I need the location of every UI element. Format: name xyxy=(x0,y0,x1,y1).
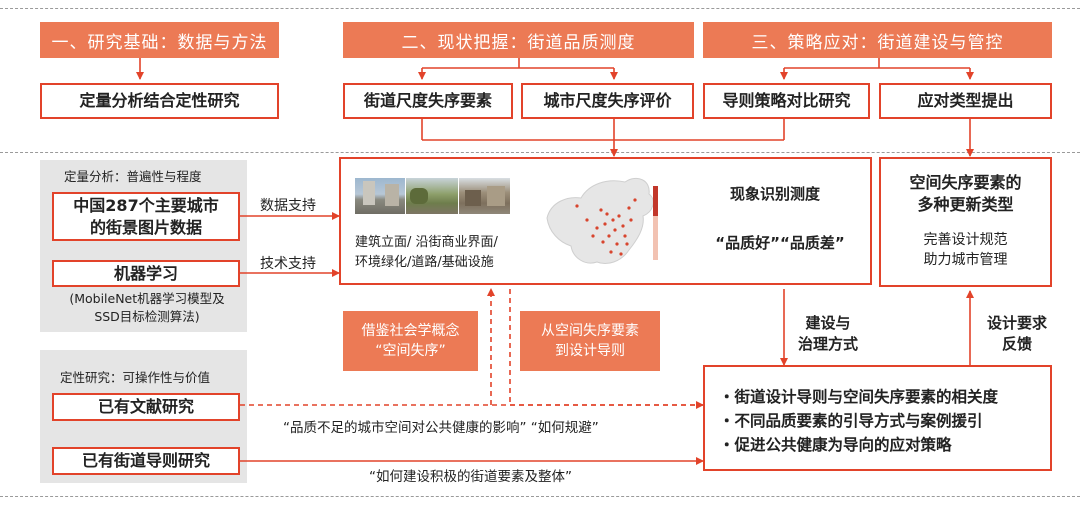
measure-title: 现象识别测度 xyxy=(729,185,820,203)
update-types-title-line1: 空间失序要素的 xyxy=(909,173,1022,192)
top-dashed-separator xyxy=(0,8,1080,9)
update-types-box xyxy=(879,157,1052,287)
sociology-card-line2: “空间失序” xyxy=(375,343,446,359)
strategy-item-3: ・促进公共健康为导向的应对策略 xyxy=(719,436,952,455)
design-feedback-label: 设计要求 反馈 xyxy=(979,313,1055,355)
build-manage-line1: 建设与 xyxy=(805,314,851,332)
ml-note-line1: (MobileNet机器学习模型及 xyxy=(69,291,225,306)
street-elements-line2: 环境绿化/道路/基础设施 xyxy=(355,254,494,270)
guideline-card-line2: 到设计导则 xyxy=(555,343,625,359)
street-photo-1 xyxy=(355,178,405,214)
street-elements-line1: 建筑立面/ 沿街商业界面/ xyxy=(355,235,498,250)
health-impact-quote: “品质不足的城市空间对公共健康的影响” “如何规避” xyxy=(283,420,599,436)
ml-note: (MobileNet机器学习模型及 SSD目标检测算法) xyxy=(52,290,242,326)
header-current-status: 二、现状把握：街道品质测度 xyxy=(343,22,694,58)
quant-qual-box: 定量分析结合定性研究 xyxy=(40,83,279,119)
streetview-data-line2: 的街景图片数据 xyxy=(89,217,202,237)
street-elements-text: 建筑立面/ 沿街商业界面/ 环境绿化/道路/基础设施 xyxy=(355,233,498,272)
street-photo-2 xyxy=(406,178,458,214)
tech-support-label: 技术支持 xyxy=(260,256,316,272)
sociology-concept-card: 借鉴社会学概念 “空间失序” xyxy=(343,311,478,371)
update-types-sub-line2: 助力城市管理 xyxy=(923,252,1008,269)
bottom-dashed-separator xyxy=(0,496,1080,497)
design-feedback-line1: 设计要求 xyxy=(986,314,1047,332)
quant-panel-title: 定量分析：普遍性与程度 xyxy=(64,169,202,184)
quality-labels: “品质好”“品质差” xyxy=(715,234,845,252)
update-types-sub: 完善设计规范 助力城市管理 xyxy=(879,230,1052,271)
update-types-sub-line1: 完善设计规范 xyxy=(923,232,1008,248)
streetview-data-line1: 中国287个主要城市 xyxy=(73,195,219,215)
response-type-box: 应对类型提出 xyxy=(879,83,1052,119)
design-feedback-line2: 反馈 xyxy=(1001,335,1032,353)
china-map xyxy=(546,178,658,264)
guideline-card-line1: 从空间失序要素 xyxy=(541,322,639,339)
sociology-card-line1: 借鉴社会学概念 xyxy=(361,322,460,339)
build-manage-label: 建设与 治理方式 xyxy=(790,313,866,355)
city-scale-box: 城市尺度失序评价 xyxy=(521,83,694,119)
data-support-label: 数据支持 xyxy=(260,198,316,214)
strategy-item-1: ・街道设计导则与空间失序要素的相关度 xyxy=(719,388,999,406)
disorder-to-guideline-card: 从空间失序要素 到设计导则 xyxy=(520,311,660,371)
update-types-title-line2: 多种更新类型 xyxy=(917,195,1014,215)
header-research-basis: 一、研究基础：数据与方法 xyxy=(40,22,279,58)
machine-learning-box: 机器学习 xyxy=(52,260,240,287)
ml-note-line2: SSD目标检测算法) xyxy=(94,309,200,325)
quant-panel xyxy=(40,160,247,332)
literature-box: 已有文献研究 xyxy=(52,393,240,421)
street-scale-box: 街道尺度失序要素 xyxy=(343,83,513,119)
update-types-title: 空间失序要素的 多种更新类型 xyxy=(879,172,1052,217)
street-guideline-box: 已有街道导则研究 xyxy=(52,447,240,475)
strategy-results-box: ・街道设计导则与空间失序要素的相关度 ・不同品质要素的引导方式与案例援引 ・促进… xyxy=(703,365,1052,471)
qual-panel-title: 定性研究：可操作性与价值 xyxy=(60,370,211,385)
positive-street-quote: “如何建设积极的街道要素及整体” xyxy=(369,469,572,485)
strategy-item-2: ・不同品质要素的引导方式与案例援引 xyxy=(719,412,983,431)
streetview-data-box: 中国287个主要城市 的街景图片数据 xyxy=(52,192,240,241)
build-manage-line2: 治理方式 xyxy=(797,335,858,353)
street-photo-3 xyxy=(459,178,510,214)
middle-dashed-separator xyxy=(0,152,1080,153)
header-strategy: 三、策略应对：街道建设与管控 xyxy=(703,22,1052,58)
guideline-compare-box: 导则策略对比研究 xyxy=(703,83,870,119)
